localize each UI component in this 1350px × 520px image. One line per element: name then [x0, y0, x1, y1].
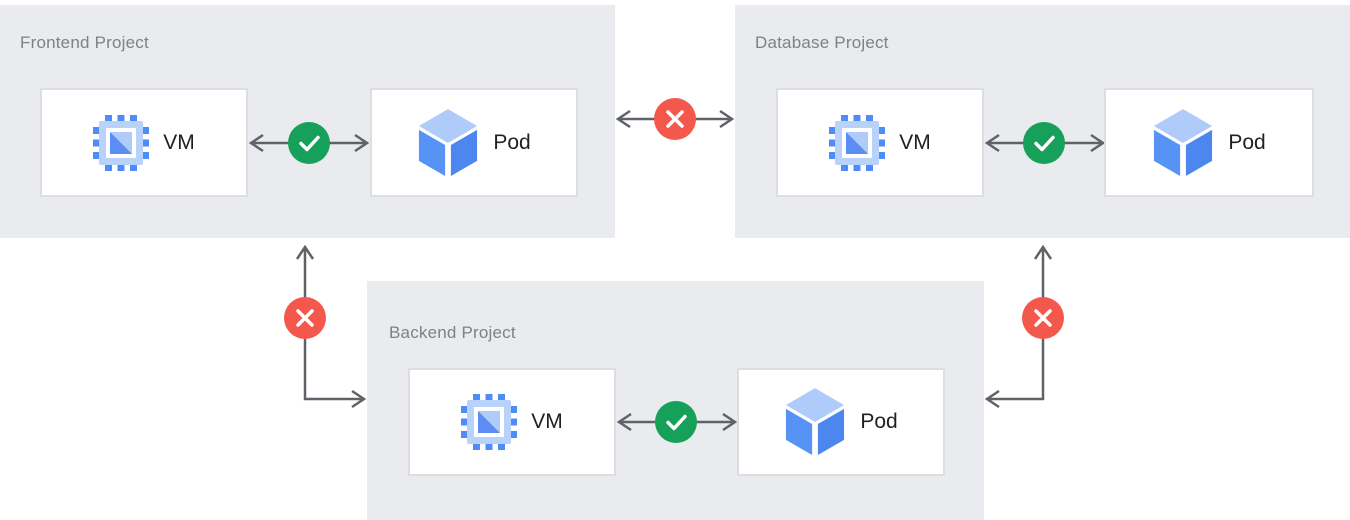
check-icon — [666, 414, 687, 431]
frontend-vm-card: VM — [40, 88, 248, 197]
allowed-badge-database — [1023, 122, 1065, 164]
vm-label: VM — [163, 130, 195, 154]
blocked-badge-frontend-backend — [284, 297, 326, 339]
panel-title-backend: Backend Project — [389, 323, 516, 342]
blocked-badge-database-backend — [1022, 297, 1064, 339]
vm-label: VM — [531, 410, 563, 433]
check-icon — [1034, 135, 1055, 152]
database-pod-card: Pod — [1104, 88, 1314, 197]
pod-cube-icon — [419, 108, 478, 176]
pod-label: Pod — [860, 410, 898, 433]
panel-title-frontend: Frontend Project — [20, 33, 149, 52]
pod-label: Pod — [1228, 130, 1266, 154]
pod-label: Pod — [493, 130, 531, 154]
pod-cube-icon — [1154, 108, 1213, 176]
cross-x-icon — [1034, 309, 1052, 327]
allowed-badge-frontend — [288, 122, 330, 164]
backend-vm-card: VM — [408, 368, 616, 476]
check-icon — [299, 135, 320, 152]
compute-chip-icon — [829, 114, 886, 171]
pod-cube-icon — [786, 388, 845, 455]
vm-label: VM — [899, 130, 931, 154]
cross-x-icon — [296, 309, 314, 327]
database-vm-card: VM — [776, 88, 984, 197]
panel-title-database: Database Project — [755, 33, 889, 52]
blocked-badge-frontend-database — [654, 98, 696, 140]
compute-chip-icon — [461, 394, 518, 450]
allowed-badge-backend — [655, 401, 697, 443]
cross-x-icon — [666, 110, 684, 128]
frontend-pod-card: Pod — [370, 88, 578, 197]
backend-pod-card: Pod — [737, 368, 945, 476]
compute-chip-icon — [93, 114, 150, 171]
